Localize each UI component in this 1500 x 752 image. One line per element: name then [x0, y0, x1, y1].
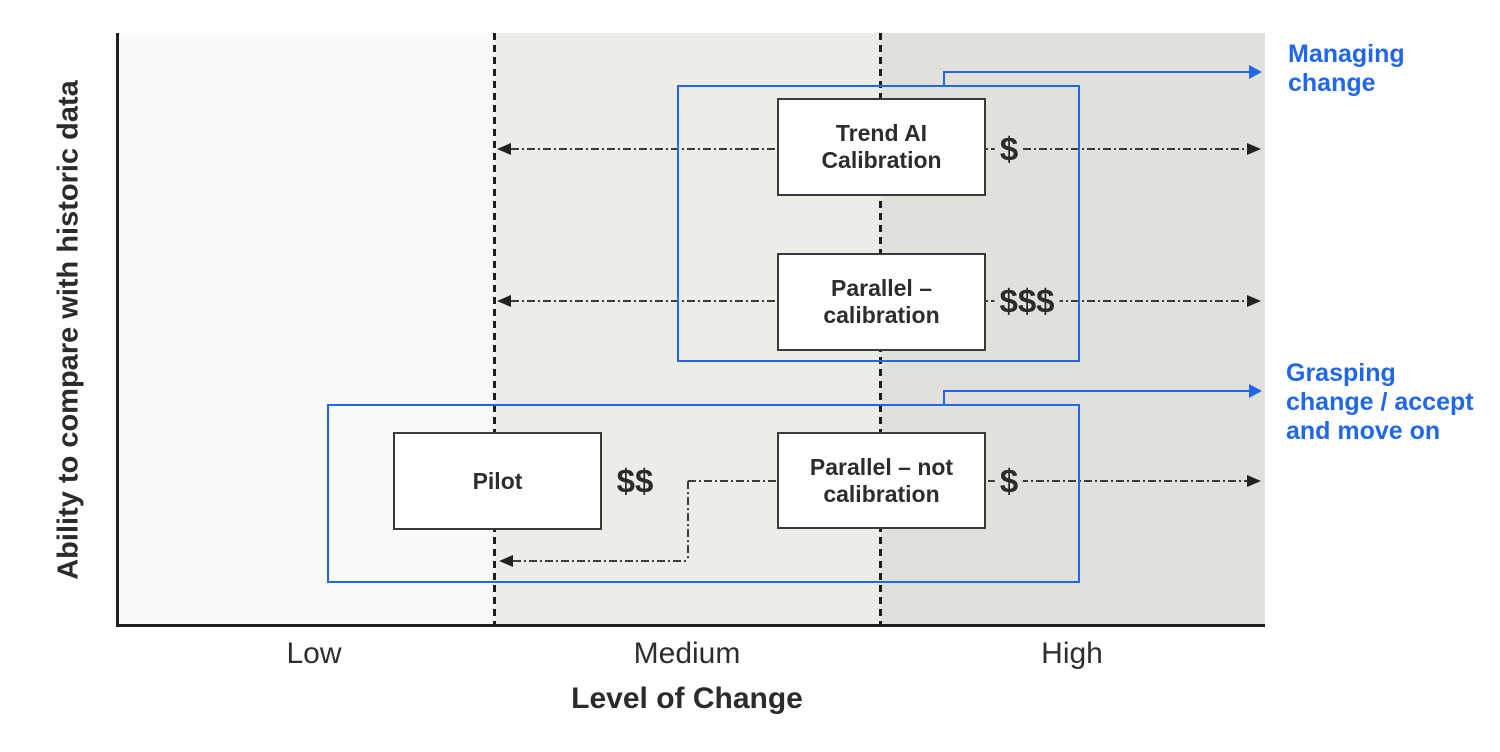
row3-elbow-bottom-line: [513, 560, 689, 562]
managing-callout-stub: [943, 72, 945, 86]
y-axis-title: Ability to compare with historic data: [52, 80, 85, 580]
row3-right-arrowhead-icon: [1247, 475, 1261, 487]
managing-callout-arrowhead-icon: [1249, 65, 1262, 79]
annotation-managing-change: Managing change: [1288, 40, 1405, 97]
x-axis-line: [116, 624, 1265, 627]
y-axis-line: [116, 33, 119, 627]
box-trend-ai-calibration: Trend AI Calibration: [777, 98, 986, 196]
grasping-callout-line: [943, 390, 1249, 392]
cost-parallel-calibration: $$$: [994, 284, 1060, 318]
row3-right-dashdot-line: [988, 480, 1247, 482]
x-axis-title: Level of Change: [571, 682, 803, 715]
managing-change-group-rect: [677, 85, 1080, 362]
cost-trend-ai-calibration: $: [994, 132, 1024, 166]
box-parallel-not-calibration: Parallel – not calibration: [777, 432, 986, 529]
x-tick-low: Low: [286, 637, 342, 670]
annotation-grasping-change: Grasping change / accept and move on: [1286, 359, 1474, 445]
x-tick-high: High: [1041, 637, 1103, 670]
row3-elbow-top-line: [688, 480, 777, 482]
grasping-callout-arrowhead-icon: [1249, 384, 1262, 398]
row1-right-arrowhead-icon: [1247, 143, 1261, 155]
row2-left-arrowhead-icon: [497, 295, 511, 307]
boundary-low-medium-dashed-line: [493, 33, 496, 624]
cost-parallel-not-calibration: $: [994, 464, 1024, 498]
box-pilot: Pilot: [393, 432, 602, 530]
managing-callout-line: [943, 71, 1249, 73]
grasping-change-group-rect: [327, 404, 1080, 583]
grasping-callout-stub: [943, 391, 945, 405]
row3-elbow-vertical-line: [687, 481, 689, 561]
row2-right-arrowhead-icon: [1247, 295, 1261, 307]
box-parallel-calibration: Parallel – calibration: [777, 253, 986, 351]
cost-pilot: $$: [611, 464, 659, 498]
row3-left-arrowhead-icon: [499, 555, 513, 567]
x-tick-medium: Medium: [633, 637, 741, 670]
row1-left-arrowhead-icon: [497, 143, 511, 155]
